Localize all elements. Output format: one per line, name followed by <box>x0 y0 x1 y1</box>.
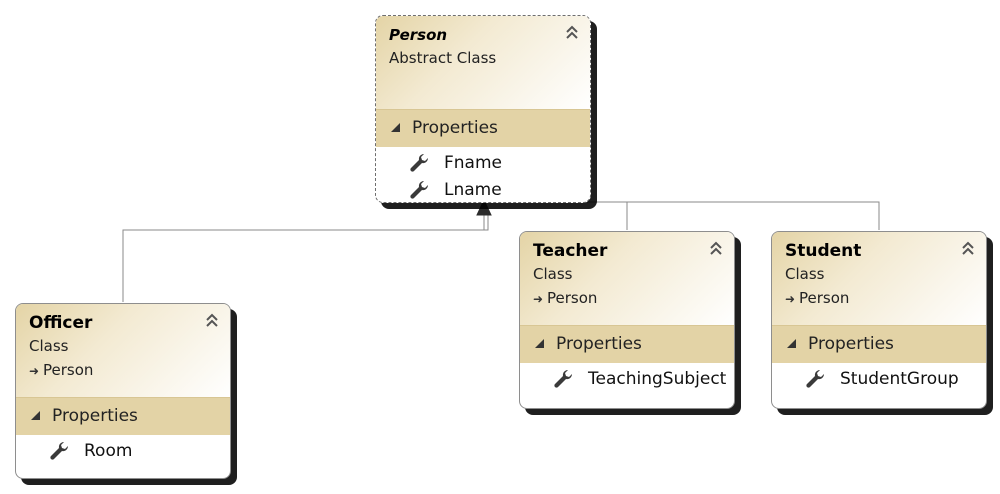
teacher-kind: Class <box>533 265 573 283</box>
student-members: StudentGroup <box>772 363 986 393</box>
teacher-class-box[interactable]: Teacher Class ➜Person Properties Teachin… <box>519 231 735 409</box>
teacher-member-teachingsubject[interactable]: TeachingSubject <box>520 366 734 393</box>
inherit-arrow-icon: ➜ <box>29 364 40 378</box>
student-class-box[interactable]: Student Class ➜Person Properties Student… <box>771 231 987 409</box>
wrench-icon <box>50 441 69 460</box>
person-header: Person Abstract Class <box>376 16 590 109</box>
collapse-icon[interactable] <box>960 240 976 256</box>
wrench-icon <box>554 369 573 388</box>
student-inheritance-line <box>484 201 880 230</box>
teacher-base-class: ➜Person <box>533 289 597 307</box>
student-properties-label: Properties <box>808 334 894 354</box>
officer-base-class: ➜Person <box>29 361 93 379</box>
person-properties-label: Properties <box>412 118 498 138</box>
student-base-class: ➜Person <box>785 289 849 307</box>
wrench-icon <box>410 180 429 199</box>
member-label: Room <box>84 441 133 461</box>
person-member-fname[interactable]: Fname <box>376 150 590 177</box>
student-kind: Class <box>785 265 825 283</box>
inherit-arrow-icon: ➜ <box>785 292 796 306</box>
teacher-header: Teacher Class ➜Person <box>520 232 734 325</box>
officer-inheritance-line <box>122 214 489 302</box>
teacher-title: Teacher <box>533 241 608 261</box>
student-properties-section[interactable]: Properties <box>772 325 986 363</box>
officer-member-room[interactable]: Room <box>16 438 230 465</box>
wrench-icon <box>806 369 825 388</box>
teacher-base-label: Person <box>547 289 598 307</box>
officer-properties-section[interactable]: Properties <box>16 397 230 435</box>
collapse-icon[interactable] <box>204 312 220 328</box>
officer-class-box[interactable]: Officer Class ➜Person Properties Room <box>15 303 231 479</box>
member-label: Lname <box>444 180 502 200</box>
person-class-box[interactable]: Person Abstract Class Properties Fname <box>375 15 591 203</box>
person-properties-section[interactable]: Properties <box>376 109 590 147</box>
expanded-triangle-icon[interactable] <box>535 339 544 348</box>
student-member-studentgroup[interactable]: StudentGroup <box>772 366 986 393</box>
expanded-triangle-icon[interactable] <box>31 411 40 420</box>
teacher-properties-section[interactable]: Properties <box>520 325 734 363</box>
expanded-triangle-icon[interactable] <box>787 339 796 348</box>
inherit-arrow-icon: ➜ <box>533 292 544 306</box>
person-member-lname[interactable]: Lname <box>376 177 590 202</box>
officer-base-label: Person <box>43 361 94 379</box>
teacher-members: TeachingSubject <box>520 363 734 393</box>
officer-kind: Class <box>29 337 69 355</box>
member-label: Fname <box>444 153 502 173</box>
member-label: StudentGroup <box>840 369 959 389</box>
officer-properties-label: Properties <box>52 406 138 426</box>
person-members: Fname Lname <box>376 147 590 202</box>
collapse-icon[interactable] <box>708 240 724 256</box>
officer-header: Officer Class ➜Person <box>16 304 230 397</box>
wrench-icon <box>410 153 429 172</box>
officer-members: Room <box>16 435 230 465</box>
inheritance-arrowhead <box>476 198 492 216</box>
person-kind: Abstract Class <box>389 49 497 67</box>
person-title: Person <box>389 26 448 44</box>
student-header: Student Class ➜Person <box>772 232 986 325</box>
expanded-triangle-icon[interactable] <box>391 123 400 132</box>
teacher-inheritance-line <box>484 201 628 230</box>
teacher-properties-label: Properties <box>556 334 642 354</box>
student-title: Student <box>785 241 862 261</box>
student-base-label: Person <box>799 289 850 307</box>
officer-title: Officer <box>29 313 93 333</box>
member-label: TeachingSubject <box>588 369 727 389</box>
collapse-icon[interactable] <box>564 24 580 40</box>
